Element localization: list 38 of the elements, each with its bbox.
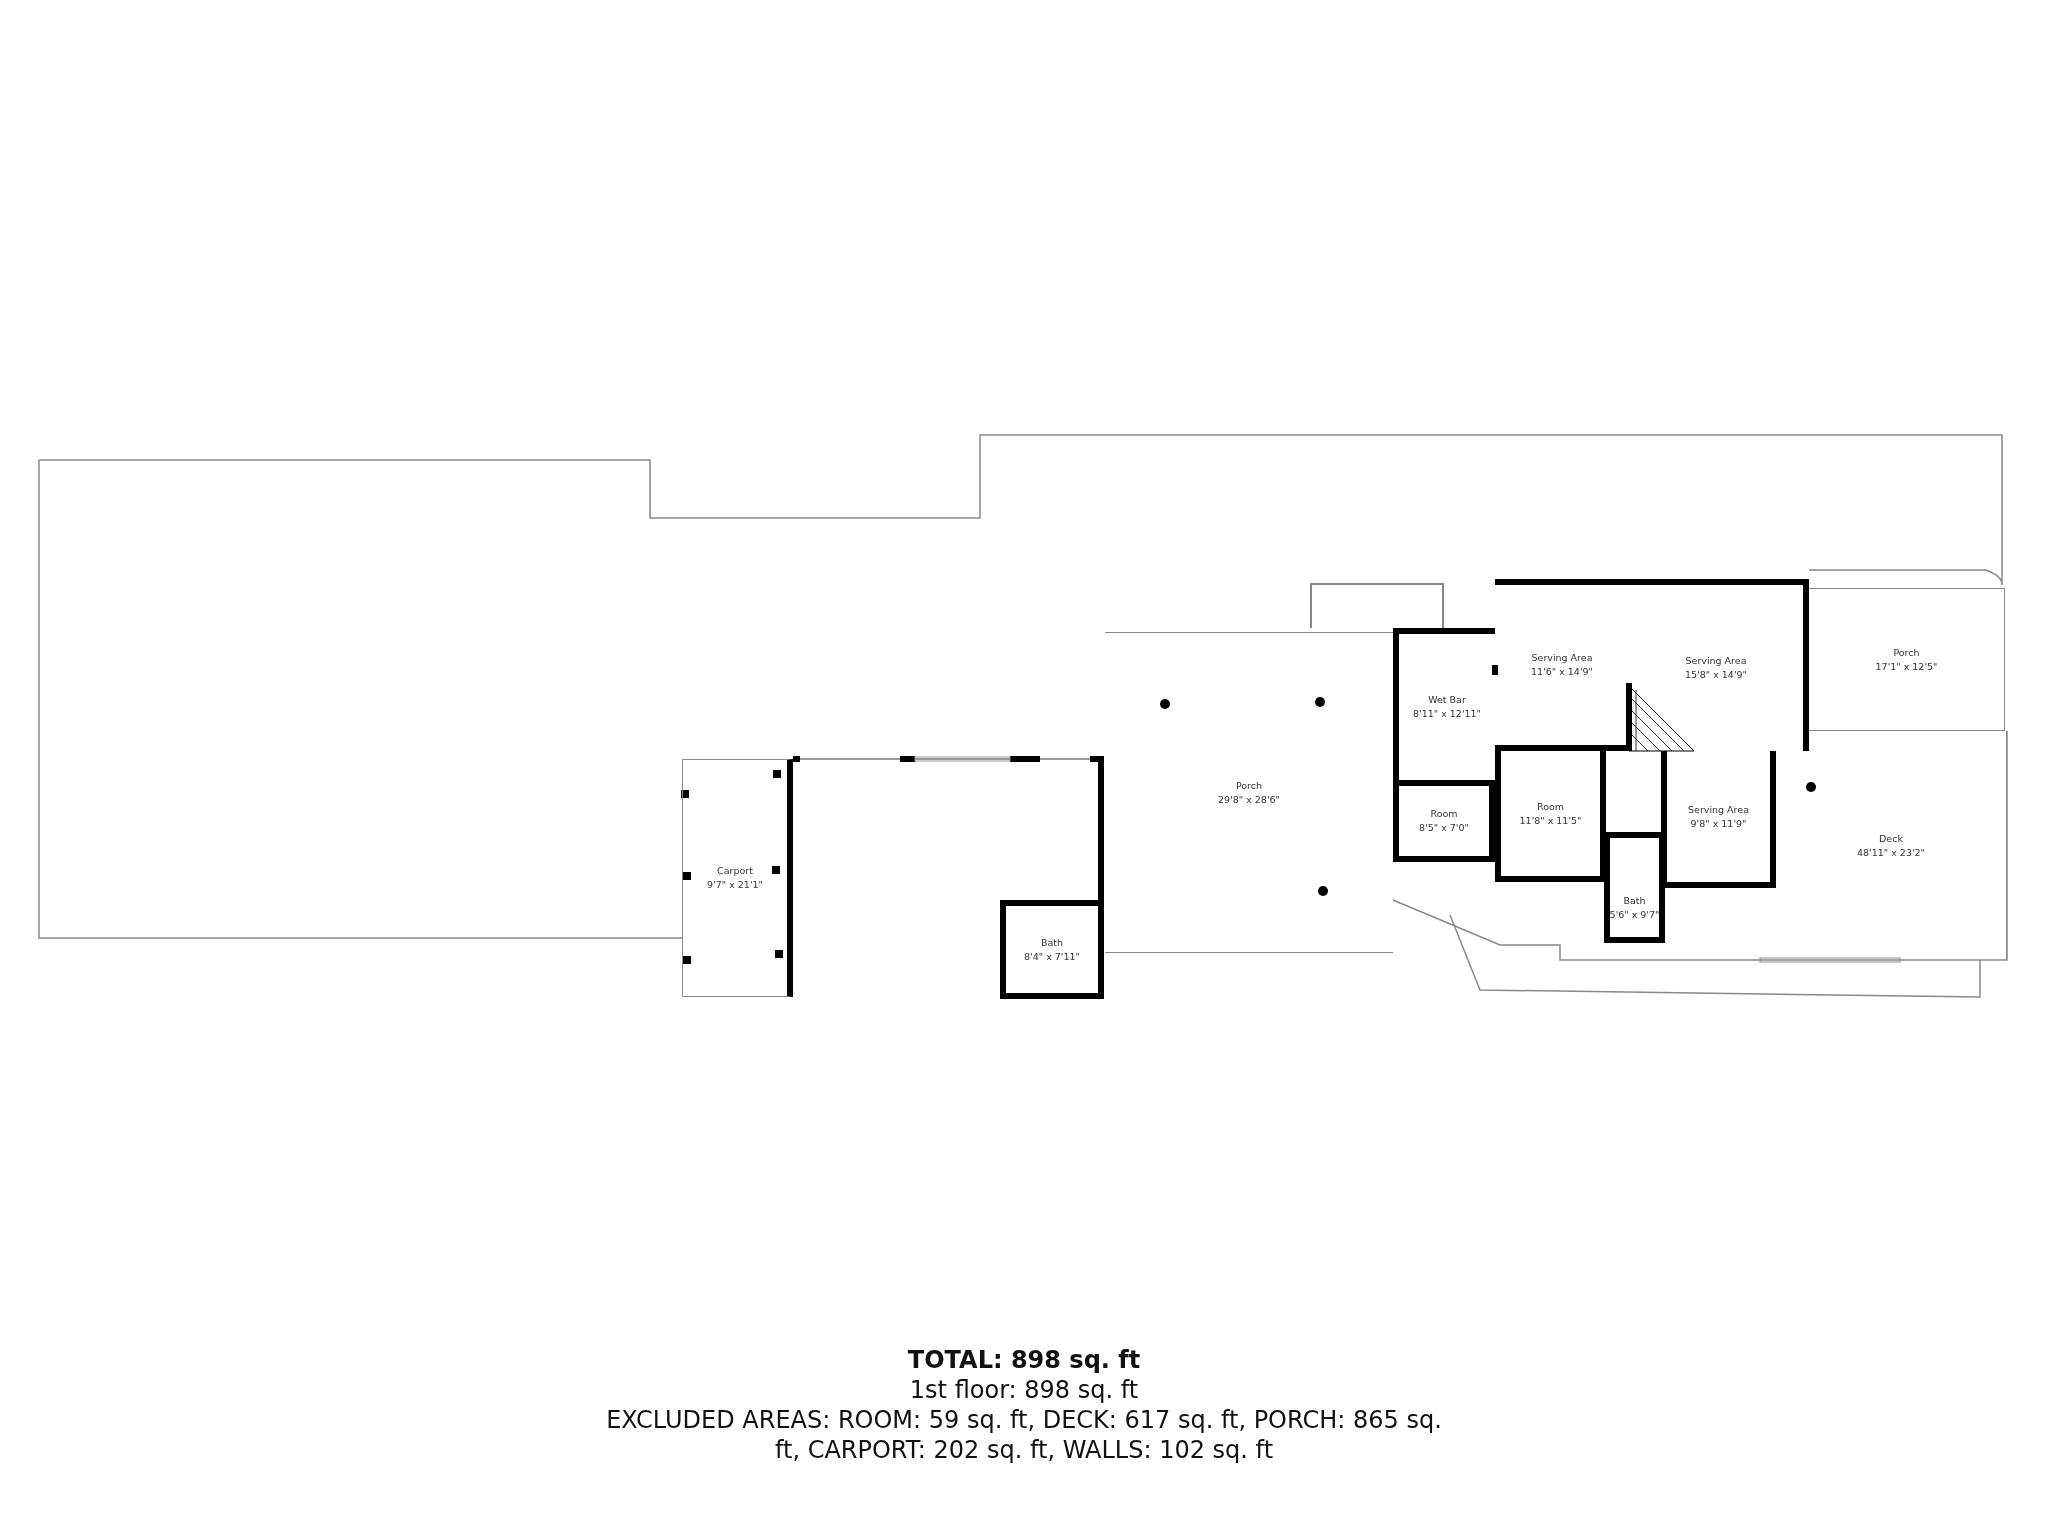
room-name: Serving Area [1531,651,1593,665]
room-name: Porch [1235,778,1263,793]
room-dimensions: 8'5" x 7'0" [1419,821,1469,835]
room-dimensions: 8'11" x 12'11" [1413,707,1481,721]
room-dimensions: 48'11" x 23'2" [1857,845,1925,860]
room-outline [1661,751,1776,888]
room-name: Serving Area [1685,654,1747,668]
room-dimensions: 9'8" x 11'9" [1690,816,1747,831]
room-outline [1105,632,1393,953]
room-outline [1809,588,2005,731]
room-dimensions: 5'6" x 9'7" [1609,907,1660,922]
room-outline [1000,900,1104,999]
room-name: Room [1430,807,1458,821]
room-dimensions: 8'4" x 7'11" [1024,949,1080,964]
room-outline [1604,832,1665,943]
room-outline [1495,751,1606,882]
room-name: Room [1536,799,1565,814]
room-name: Deck [1879,831,1903,846]
room-outline [1393,780,1495,862]
room-outline [1629,579,1809,751]
total-area-heading: TOTAL: 898 sq. ft [907,1345,1141,1375]
room-dimensions: 11'6" x 14'9" [1531,665,1593,679]
room-dimensions: 15'8" x 14'9" [1685,668,1747,682]
room-outline [682,759,793,997]
room-name: Porch [1893,645,1920,660]
room-dimensions: 11'8" x 11'5" [1519,813,1582,828]
room-name: Carport [717,864,753,878]
room-dimensions: 9'7" x 21'1" [707,878,763,892]
room-outline [1393,628,1495,780]
area-summary-text: 1st floor: 898 sq. ft [908,1375,1140,1405]
room-name: Bath [1040,935,1064,950]
room-outline [1495,579,1629,751]
room-dimensions: 29'8" x 28'6" [1218,792,1280,807]
room-name: Serving Area [1688,802,1749,817]
room-dimensions: 17'1" x 12'5" [1875,659,1938,674]
room-name: Wet Bar [1428,693,1466,707]
area-summary-text: EXCLUDED AREAS: ROOM: 59 sq. ft, DECK: 617 sq. ft, PORCH: 865 sq. ft, CARPORT: 202 sq. ft, WALLS: 102 sq. ft [605,1405,1443,1465]
room-name: Bath [1623,893,1646,908]
